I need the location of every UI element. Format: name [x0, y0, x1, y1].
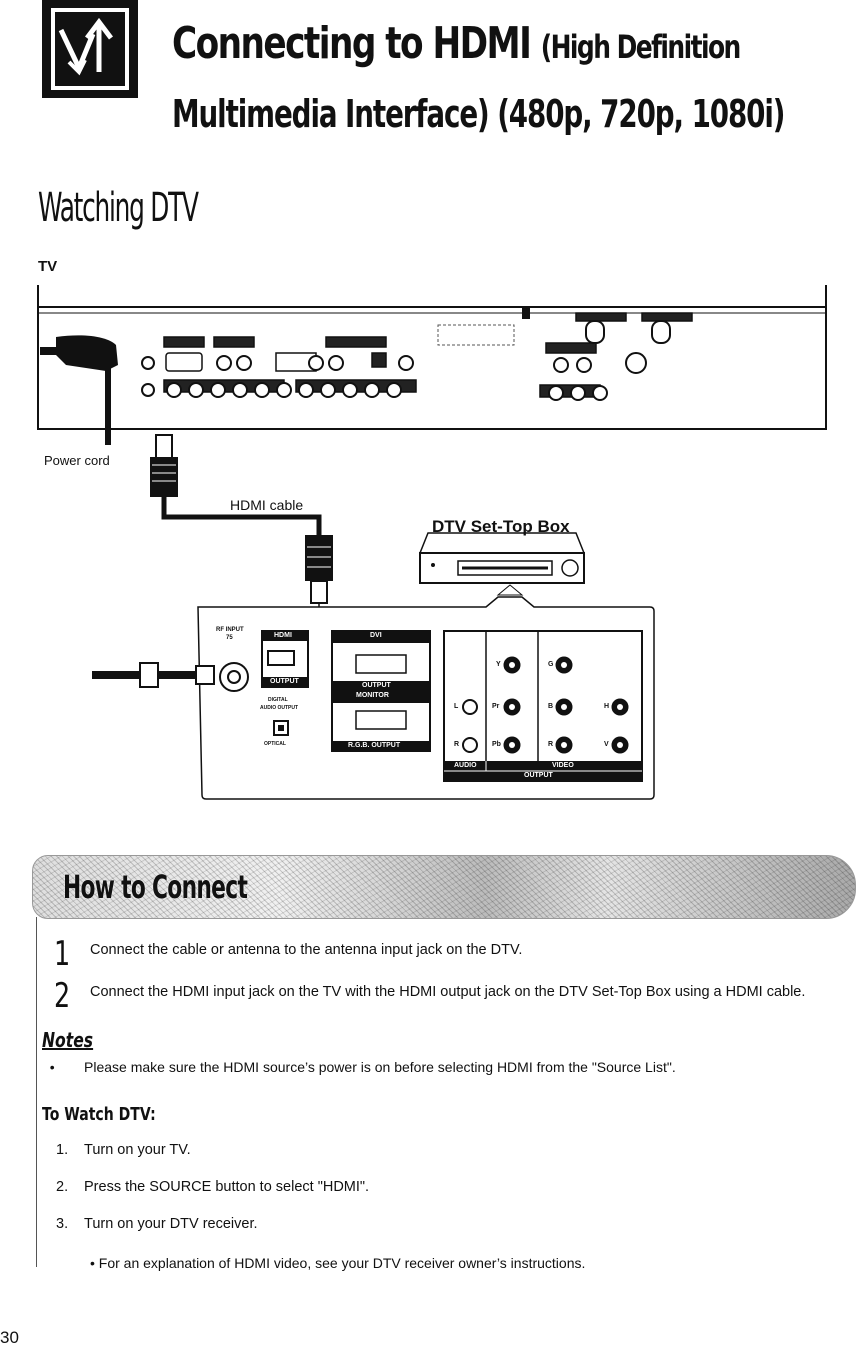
- jack-label-pb: Pb: [492, 741, 501, 748]
- jack-label-l: L: [454, 703, 459, 710]
- watch-step-2: 2. Press the SOURCE button to select "HDM…: [42, 1179, 369, 1195]
- watch-dtv-heading: To Watch DTV:: [42, 1104, 156, 1125]
- watch-step-number: 1.: [56, 1142, 69, 1158]
- page-title-line2: Multimedia Interface) (480p, 720p, 1080i…: [172, 92, 785, 136]
- section-title: Watching DTV: [38, 185, 199, 231]
- page-title-small: (High Definition: [540, 28, 742, 66]
- how-to-connect-title: How to Connect: [63, 868, 248, 906]
- rf-input-label: RF INPUT: [216, 627, 244, 633]
- step-text: Connect the cable or antenna to the ante…: [90, 942, 523, 958]
- audio-group-label: AUDIO: [454, 762, 477, 769]
- tv-label: TV: [38, 258, 58, 275]
- jack-label-v: V: [604, 741, 609, 748]
- watch-step-number: 3.: [56, 1216, 69, 1232]
- jack-label-r: R: [454, 741, 460, 748]
- watch-step-3: 3. Turn on your DTV receiver.: [42, 1216, 258, 1232]
- notes-heading: Notes: [42, 1028, 94, 1052]
- arrows-icon: [58, 17, 113, 76]
- stb-label: DTV Set-Top Box: [432, 517, 570, 536]
- note-item: • Please make sure the HDMI source’s powe…: [42, 1059, 676, 1075]
- monitor-label: MONITOR: [356, 692, 389, 699]
- watch-step-text: Press the SOURCE button to select "HDMI"…: [84, 1179, 370, 1195]
- jack-label-b: B: [548, 703, 554, 710]
- jack-label-y: Y: [496, 661, 501, 668]
- step-number: 2: [54, 976, 71, 1016]
- step-number: 1: [54, 934, 71, 974]
- connection-diagram: Power cord HDMI cable DTV Set-Top Box RF…: [36, 285, 836, 820]
- watch-subnote: • For an explanation of HDMI video, see …: [90, 1255, 586, 1271]
- watch-step-text: Turn on your DTV receiver.: [84, 1216, 258, 1232]
- power-cord-label: Power cord: [44, 453, 110, 468]
- hdmi-output-label: OUTPUT: [270, 678, 299, 685]
- optical-label: OPTICAL: [264, 741, 286, 747]
- step-text: Connect the HDMI input jack on the TV wi…: [90, 984, 806, 1000]
- connection-logo: [42, 0, 138, 98]
- note-text: Please make sure the HDMI source’s power…: [84, 1059, 676, 1075]
- diagram-drawing: [37, 285, 827, 800]
- hdmi-cable-drawing: [150, 434, 333, 658]
- jack-label-rr: R: [548, 741, 554, 748]
- jack-label-pr: Pr: [492, 703, 500, 710]
- jack-label-h: H: [604, 703, 610, 710]
- hdmi-cable-label: HDMI cable: [230, 497, 304, 513]
- logo-frame: [51, 8, 129, 90]
- jack-label-g: G: [548, 661, 554, 668]
- content-rule: [36, 917, 37, 1267]
- set-top-box-drawing: [419, 532, 585, 596]
- page-title-main: Connecting to HDMI: [172, 18, 532, 69]
- output-group-label: OUTPUT: [524, 772, 553, 779]
- dvi-output-label: OUTPUT: [362, 682, 391, 689]
- ohm-label: 75: [226, 635, 233, 641]
- rgb-output-label: R.G.B. OUTPUT: [348, 742, 401, 749]
- stb-back-panel: [92, 596, 655, 800]
- how-to-connect-banner: How to Connect: [32, 855, 856, 919]
- watch-step-text: Turn on your TV.: [84, 1142, 191, 1158]
- bullet-icon: •: [42, 1059, 55, 1075]
- video-group-label: VIDEO: [552, 762, 574, 769]
- digital-label: DIGITAL: [268, 697, 288, 703]
- audio-output-label: AUDIO OUTPUT: [260, 705, 299, 711]
- hdmi-port-label: HDMI: [274, 632, 292, 639]
- tv-rear-panel: [37, 285, 827, 430]
- dvi-label: DVI: [370, 632, 382, 639]
- watch-step-number: 2.: [56, 1179, 69, 1195]
- page-number: 30: [0, 1328, 19, 1347]
- page-title: Connecting to HDMI (High Definition: [172, 18, 742, 69]
- watch-step-1: 1. Turn on your TV.: [42, 1142, 191, 1158]
